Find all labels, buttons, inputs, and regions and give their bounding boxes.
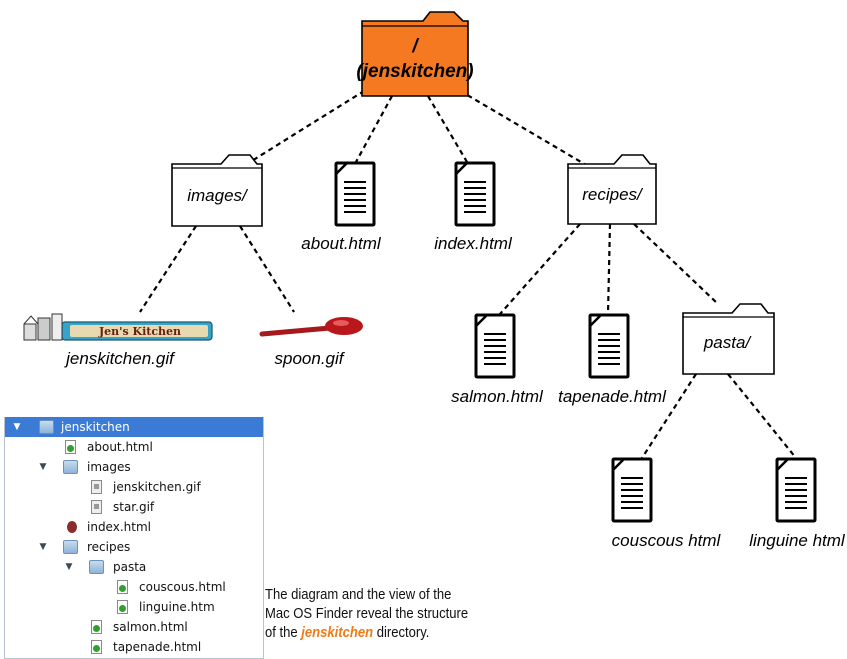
index-file-icon: index.html [434, 161, 513, 253]
couscous-file-icon: couscous html [611, 457, 722, 550]
finder-row-label: about.html [87, 440, 153, 454]
finder-row-label: pasta [113, 560, 147, 574]
recipes-folder-label: recipes/ [582, 185, 644, 204]
finder-row-label: jenskitchen [61, 420, 130, 434]
pasta-folder-label: pasta/ [703, 333, 753, 352]
finder-list-view: ▼ jenskitchen about.html ▼ images jenski… [4, 417, 264, 659]
index-file-label: index.html [434, 234, 513, 253]
connector-images-jenskitchen [139, 225, 197, 313]
couscous-file-label: couscous html [612, 531, 722, 550]
finder-row-label: linguine.htm [139, 600, 215, 614]
finder-row-label: salmon.html [113, 620, 188, 634]
finder-row-label: jenskitchen.gif [113, 480, 201, 494]
connector-pasta-linguine [727, 373, 797, 459]
folder-icon [63, 540, 78, 554]
caption-line-1: The diagram and the view of the [265, 587, 452, 603]
root-folder-icon: / (jenskitchen) [356, 11, 474, 97]
finder-row-jenskitchen[interactable]: ▼ jenskitchen [5, 417, 263, 437]
caption-line-2: Mac OS Finder reveal the structure [265, 606, 469, 622]
spoon-gif-label: spoon.gif [275, 349, 346, 368]
connector-root-recipes [451, 85, 599, 173]
disclosure-triangle-icon[interactable]: ▼ [65, 562, 73, 572]
disclosure-triangle-icon[interactable]: ▼ [39, 542, 47, 552]
jenskitchen-logo-text: Jen's Kitchen [98, 325, 181, 338]
caption-suffix: directory. [376, 625, 430, 641]
html-file-icon [65, 440, 76, 454]
tapenade-file-icon: tapenade.html [558, 313, 667, 406]
connector-recipes-pasta [633, 223, 719, 305]
disclosure-triangle-icon[interactable]: ▼ [13, 422, 21, 432]
html-file-icon [117, 580, 128, 594]
finder-row-label: couscous.html [139, 580, 226, 594]
salmon-file-label: salmon.html [451, 387, 544, 406]
root-folder-name: / [411, 36, 419, 57]
images-folder-label: images/ [187, 186, 249, 205]
linguine-file-label: linguine html [749, 531, 846, 550]
images-folder-icon: images/ [171, 154, 263, 227]
html-file-icon [67, 521, 77, 533]
disclosure-triangle-icon[interactable]: ▼ [39, 462, 47, 472]
about-file-icon: about.html [301, 161, 382, 253]
finder-row-label: star.gif [113, 500, 155, 514]
gif-file-icon [91, 480, 102, 494]
caption-prefix: of the [265, 625, 298, 641]
connector-root-about [355, 95, 393, 163]
connector-images-spoon [239, 225, 295, 313]
connector-recipes-tapenade [606, 223, 612, 315]
folder-icon [63, 460, 78, 474]
finder-row-label: images [87, 460, 131, 474]
recipes-folder-icon: recipes/ [567, 154, 657, 225]
jenskitchen-gif-label: jenskitchen.gif [64, 349, 176, 368]
caption-line-3: of the jenskitchen directory. [265, 624, 526, 643]
tapenade-file-label: tapenade.html [558, 387, 667, 406]
connector-root-images [233, 85, 373, 173]
folder-icon [39, 420, 54, 434]
html-file-icon [91, 620, 102, 634]
figure-caption: The diagram and the view of the Mac OS F… [265, 586, 526, 643]
about-file-label: about.html [301, 234, 382, 253]
html-file-icon [117, 600, 128, 614]
root-folder-label: (jenskitchen) [356, 61, 473, 82]
connector-root-index [427, 95, 468, 163]
connector-lines [139, 85, 797, 459]
connector-recipes-salmon [499, 223, 581, 315]
gif-file-icon [91, 500, 102, 514]
finder-row-label: tapenade.html [113, 640, 202, 654]
linguine-file-icon: linguine html [749, 457, 846, 550]
finder-row-label: index.html [87, 520, 151, 534]
caption-highlight: jenskitchen [301, 625, 374, 641]
html-file-icon [91, 640, 102, 654]
finder-row-label: recipes [87, 540, 131, 554]
folder-icon [89, 560, 104, 574]
salmon-file-icon: salmon.html [451, 313, 544, 406]
connector-pasta-couscous [641, 373, 697, 459]
spoon-icon: spoon.gif [259, 317, 363, 368]
pasta-folder-icon: pasta/ [682, 303, 775, 375]
jenskitchen-logo-icon: Jen's Kitchen jenskitchen.gif [23, 313, 213, 368]
